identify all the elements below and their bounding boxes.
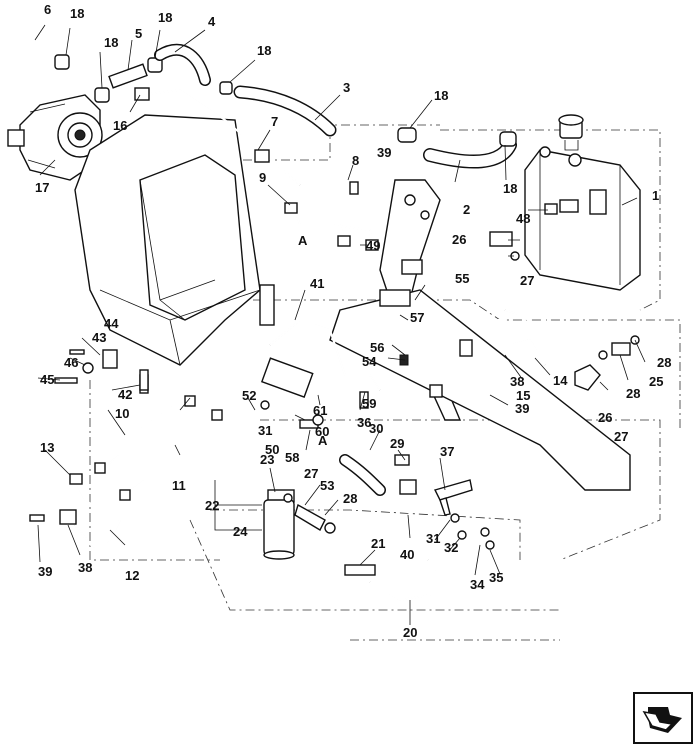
callout-26: 26 — [598, 410, 612, 425]
callout-44: 44 — [104, 316, 119, 331]
callout-43: 43 — [92, 330, 106, 345]
callout-50: 50 — [265, 442, 279, 457]
callout-28: 28 — [626, 386, 640, 401]
callout-40: 40 — [400, 547, 414, 562]
callout-31: 31 — [258, 423, 272, 438]
callout-18: 18 — [70, 6, 84, 21]
leader-lines — [34, 24, 646, 625]
callout-17: 17 — [35, 180, 49, 195]
callout-35: 35 — [489, 570, 503, 585]
callout-27: 27 — [614, 429, 628, 444]
callout-41: 41 — [310, 276, 324, 291]
callout-48: 48 — [516, 211, 530, 226]
callout-15: 15 — [516, 388, 530, 403]
callout-9: 9 — [259, 170, 266, 185]
callout-11: 11 — [172, 478, 186, 493]
callout-2: 2 — [463, 202, 470, 217]
lower-right-parts — [139, 369, 495, 602]
hydraulic-pump — [7, 94, 103, 181]
callout-27: 27 — [520, 273, 534, 288]
callout-21: 21 — [371, 536, 385, 551]
callout-42: 42 — [118, 387, 132, 402]
callout-38: 38 — [510, 374, 524, 389]
callout-39: 39 — [38, 564, 52, 579]
callout-30: 30 — [369, 421, 383, 436]
callout-6: 6 — [44, 2, 51, 17]
callout-5: 5 — [135, 26, 142, 41]
hydraulic-tank — [524, 114, 641, 291]
callout-28: 28 — [657, 355, 671, 370]
callout-18: 18 — [104, 35, 118, 50]
frame-housing — [74, 114, 275, 366]
callout-22: 22 — [205, 498, 219, 513]
callout-23: 23 — [260, 452, 274, 467]
callout-36: 36 — [357, 415, 371, 430]
connection-marker-a: A — [298, 233, 308, 248]
callout-8: 8 — [352, 153, 359, 168]
callout-24: 24 — [233, 524, 248, 539]
callout-28: 28 — [343, 491, 357, 506]
callout-60: 60 — [315, 424, 329, 439]
callout-56: 56 — [370, 340, 384, 355]
callout-59: 59 — [362, 396, 376, 411]
callout-10: 10 — [115, 406, 129, 421]
callout-3: 3 — [343, 80, 350, 95]
callout-25: 25 — [649, 374, 663, 389]
callout-39: 39 — [377, 145, 391, 160]
callout-4: 4 — [208, 14, 216, 29]
callout-27: 27 — [304, 466, 318, 481]
callout-55: 55 — [455, 271, 469, 286]
callout-16: 16 — [113, 118, 127, 133]
callout-26: 26 — [452, 232, 466, 247]
callout-53: 53 — [320, 478, 334, 493]
callout-58: 58 — [285, 450, 299, 465]
callout-18: 18 — [257, 43, 271, 58]
callout-18: 18 — [158, 10, 172, 25]
support-bracket-beam — [329, 179, 631, 491]
callout-52: 52 — [242, 388, 256, 403]
callout-49: 49 — [366, 238, 380, 253]
callout-14: 14 — [553, 373, 568, 388]
hoses-top — [17, 40, 517, 186]
callout-57: 57 — [410, 310, 424, 325]
tubes-middle — [260, 181, 640, 398]
lower-left-lines — [29, 349, 223, 552]
callout-37: 37 — [440, 444, 454, 459]
callout-61: 61 — [313, 403, 327, 418]
callout-31: 31 — [426, 531, 440, 546]
callout-29: 29 — [390, 436, 404, 451]
callout-13: 13 — [40, 440, 54, 455]
callout-34: 34 — [470, 577, 485, 592]
callout-32: 32 — [444, 540, 458, 555]
callout-45: 45 — [40, 372, 54, 387]
callout-54: 54 — [362, 354, 377, 369]
callout-20: 20 — [403, 625, 417, 640]
next-page-arrow-icon[interactable] — [633, 692, 693, 744]
callout-7: 7 — [271, 114, 278, 129]
connection-marker-a: A — [318, 433, 328, 448]
callout-1: 1 — [652, 188, 659, 203]
callout-46: 46 — [64, 355, 78, 370]
callout-12: 12 — [125, 568, 139, 583]
callout-18: 18 — [503, 181, 517, 196]
filter-assembly — [214, 480, 336, 560]
callout-18: 18 — [434, 88, 448, 103]
callout-39: 39 — [515, 401, 529, 416]
callout-38: 38 — [78, 560, 92, 575]
